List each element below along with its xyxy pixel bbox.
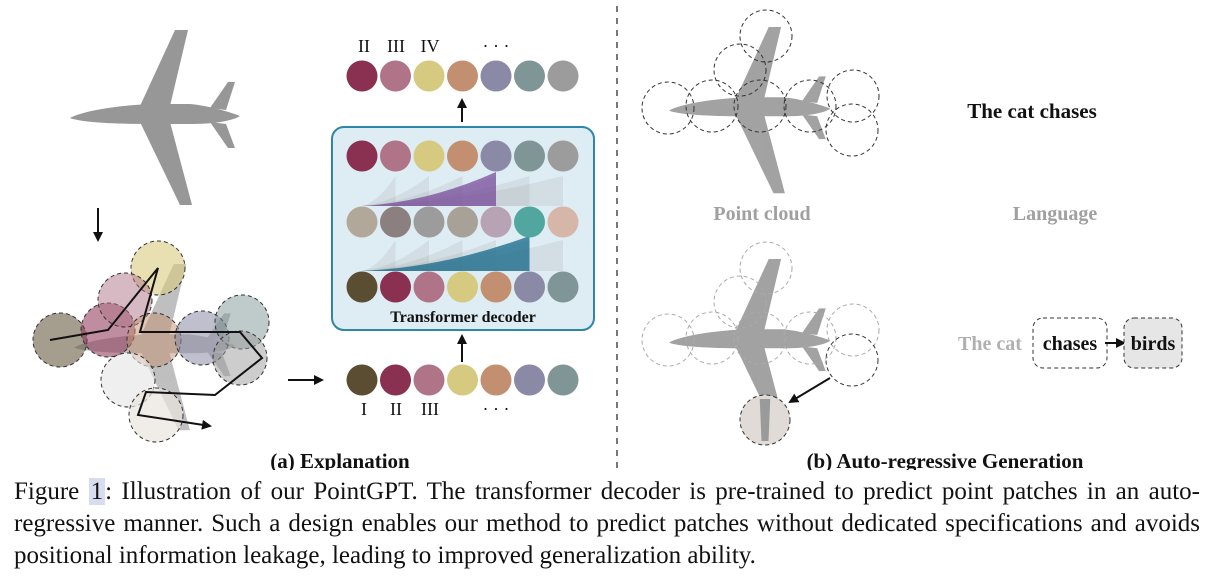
output-label: IV <box>421 36 440 56</box>
token-circle <box>380 140 411 172</box>
figure-illustration: II III IV · · · Transformer decoder I II… <box>32 6 1183 470</box>
decoder-label: Transformer decoder <box>390 309 536 326</box>
language-label: Language <box>1013 203 1098 225</box>
token-circle <box>480 60 512 92</box>
input-token-row <box>346 364 579 396</box>
hidden-row-top <box>346 140 579 172</box>
sentence-top: The cat chases <box>967 99 1097 123</box>
hidden-row-middle <box>346 206 579 238</box>
token-circle <box>380 206 411 238</box>
output-label: II <box>358 36 370 56</box>
word-birds: birds <box>1131 333 1176 355</box>
token-circle <box>480 206 512 238</box>
attention-fan <box>362 176 429 206</box>
token-circle <box>346 60 378 92</box>
output-token-row <box>346 60 579 92</box>
token-circle <box>514 60 545 92</box>
word-box-birds <box>1123 317 1183 369</box>
token-circle <box>480 364 512 396</box>
token-circle <box>413 364 445 396</box>
token-circle <box>346 206 378 238</box>
token-circle <box>514 364 545 396</box>
token-circle <box>380 271 411 303</box>
token-circle <box>447 60 478 92</box>
caption-text: : Illustration of our PointGPT. The tran… <box>14 478 1200 569</box>
token-circle <box>346 364 378 396</box>
output-labels: II III IV · · · <box>358 36 509 56</box>
word-chases: chases <box>1043 333 1098 355</box>
token-circle <box>547 60 579 92</box>
token-circle <box>514 271 545 303</box>
token-circle <box>346 140 378 172</box>
sentence-prefix: The cat <box>958 333 1022 355</box>
token-circle <box>447 206 478 238</box>
token-circle <box>514 206 545 238</box>
token-circle <box>413 271 445 303</box>
airplane-point-cloud <box>70 30 240 205</box>
input-label: III <box>421 399 439 419</box>
token-circle <box>447 271 478 303</box>
output-label: · · · <box>483 36 510 56</box>
token-circle <box>346 271 378 303</box>
token-circle <box>380 60 411 92</box>
figure-caption: Figure 1: Illustration of our PointGPT. … <box>14 476 1200 572</box>
token-circle <box>380 364 411 396</box>
caption-prefix: Figure <box>14 478 89 505</box>
token-circle <box>413 140 445 172</box>
attention-fans <box>362 172 563 271</box>
token-circle <box>480 140 512 172</box>
token-circle <box>447 364 478 396</box>
attention-fan <box>362 176 396 206</box>
token-circle <box>547 140 579 172</box>
token-circle <box>413 206 445 238</box>
attention-fan <box>362 236 530 271</box>
attention-fan <box>362 172 496 206</box>
point-cloud-bottom <box>641 241 880 446</box>
attention-fan <box>362 176 563 206</box>
token-circle <box>547 206 579 238</box>
input-label: · · · <box>483 399 510 419</box>
token-circle <box>514 140 545 172</box>
output-label: III <box>387 36 405 56</box>
token-circle <box>547 364 579 396</box>
hidden-row-bottom <box>346 271 579 303</box>
input-labels: I II III · · · <box>361 399 509 419</box>
figure-number: 1 <box>88 478 106 505</box>
token-circle <box>413 60 445 92</box>
patched-airplane <box>32 240 270 443</box>
attention-fan <box>362 240 396 271</box>
point-cloud-top <box>641 9 880 194</box>
panel-a-caption: (a) Explanation <box>270 449 410 470</box>
input-label: I <box>361 399 367 419</box>
token-circle <box>547 271 579 303</box>
input-label: II <box>390 399 402 419</box>
token-circle <box>480 271 512 303</box>
panel-b-caption: (b) Auto-regressive Generation <box>807 449 1084 470</box>
token-circle <box>447 140 478 172</box>
point-cloud-label: Point cloud <box>713 203 810 225</box>
attention-fan <box>362 240 429 271</box>
